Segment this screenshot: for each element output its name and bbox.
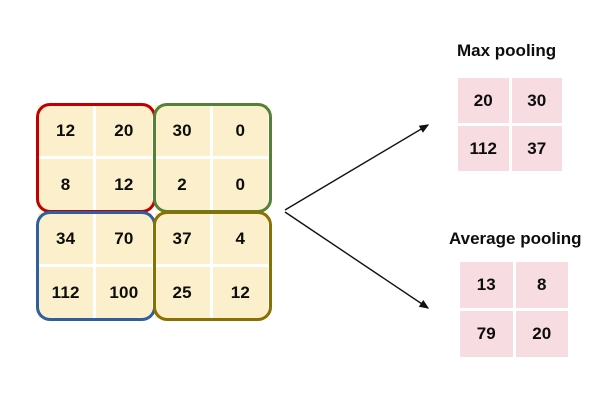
input-cell: 8 — [38, 159, 94, 210]
input-cell: 0 — [212, 159, 268, 210]
max-pooling-cell: 30 — [511, 78, 562, 123]
max-pooling-title: Max pooling — [457, 41, 557, 60]
input-cell: 30 — [154, 105, 210, 156]
average-pooling-cell: 79 — [460, 311, 513, 357]
average-pooling-title: Average pooling — [449, 229, 582, 248]
average-pooling-cell: 13 — [460, 262, 513, 308]
max-pooling-cell: 20 — [458, 78, 509, 123]
average-pooling-cell: 8 — [515, 262, 568, 308]
average-pooling-cell: 20 — [515, 311, 568, 357]
max-pooling-cell: 112 — [458, 126, 509, 171]
input-cell: 12 — [96, 159, 152, 210]
input-cell: 100 — [96, 267, 152, 318]
max-pooling-grid: 20 30 112 37 — [458, 78, 562, 171]
input-cell: 34 — [38, 213, 94, 264]
input-cell: 12 — [212, 267, 268, 318]
input-cell: 0 — [212, 105, 268, 156]
arrow-to-average-pooling — [284, 211, 430, 309]
arrow-to-max-pooling — [284, 124, 430, 211]
input-feature-map-grid: 12 20 30 0 8 12 2 0 34 70 37 4 112 100 2… — [38, 105, 268, 318]
input-cell: 4 — [212, 213, 268, 264]
input-cell: 20 — [96, 105, 152, 156]
input-cell: 12 — [38, 105, 94, 156]
input-cell: 112 — [38, 267, 94, 318]
input-cell: 37 — [154, 213, 210, 264]
input-cell: 2 — [154, 159, 210, 210]
input-cell: 25 — [154, 267, 210, 318]
max-pooling-cell: 37 — [511, 126, 562, 171]
input-cell: 70 — [96, 213, 152, 264]
average-pooling-grid: 13 8 79 20 — [460, 262, 568, 357]
